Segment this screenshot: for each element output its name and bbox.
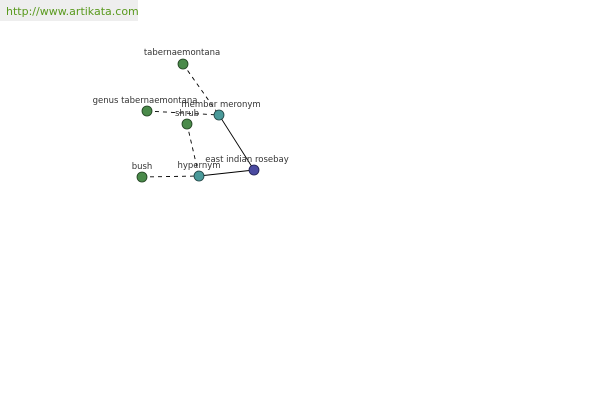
node-east-indian-rosebay[interactable]: [248, 164, 260, 176]
edge-hypernym-east-indian-rosebay: [198, 169, 255, 177]
label-genus-tabernaemontana: genus tabernaemontana: [93, 96, 198, 106]
url-banner: http://www.artikata.com: [0, 0, 139, 21]
site-url-link[interactable]: http://www.artikata.com: [6, 5, 139, 18]
label-east-indian-rosebay: east indian rosebay: [205, 155, 289, 165]
label-tabernaemontana: tabernaemontana: [144, 48, 220, 58]
edge-shrub-hypernym: [186, 123, 200, 177]
graph-nodes: [136, 58, 260, 183]
node-genus-tabernaemontana[interactable]: [141, 105, 153, 117]
node-bush[interactable]: [136, 171, 148, 183]
label-member-meronym: member meronym: [181, 100, 260, 110]
edge-member-meronym-east-indian-rosebay: [218, 114, 255, 171]
label-hypernym: hypernym: [177, 161, 220, 171]
graph-labels: tabernaemontana genus tabernaemontana me…: [93, 48, 289, 172]
node-shrub[interactable]: [181, 118, 193, 130]
node-tabernaemontana[interactable]: [177, 58, 189, 70]
graph-edges: [141, 63, 255, 178]
label-shrub: shrub: [175, 109, 199, 119]
label-bush: bush: [132, 162, 153, 172]
edge-tabernaemontana-member-meronym: [182, 63, 220, 116]
node-hypernym[interactable]: [193, 170, 205, 182]
node-member-meronym[interactable]: [213, 109, 225, 121]
edge-bush-hypernym: [141, 175, 200, 178]
